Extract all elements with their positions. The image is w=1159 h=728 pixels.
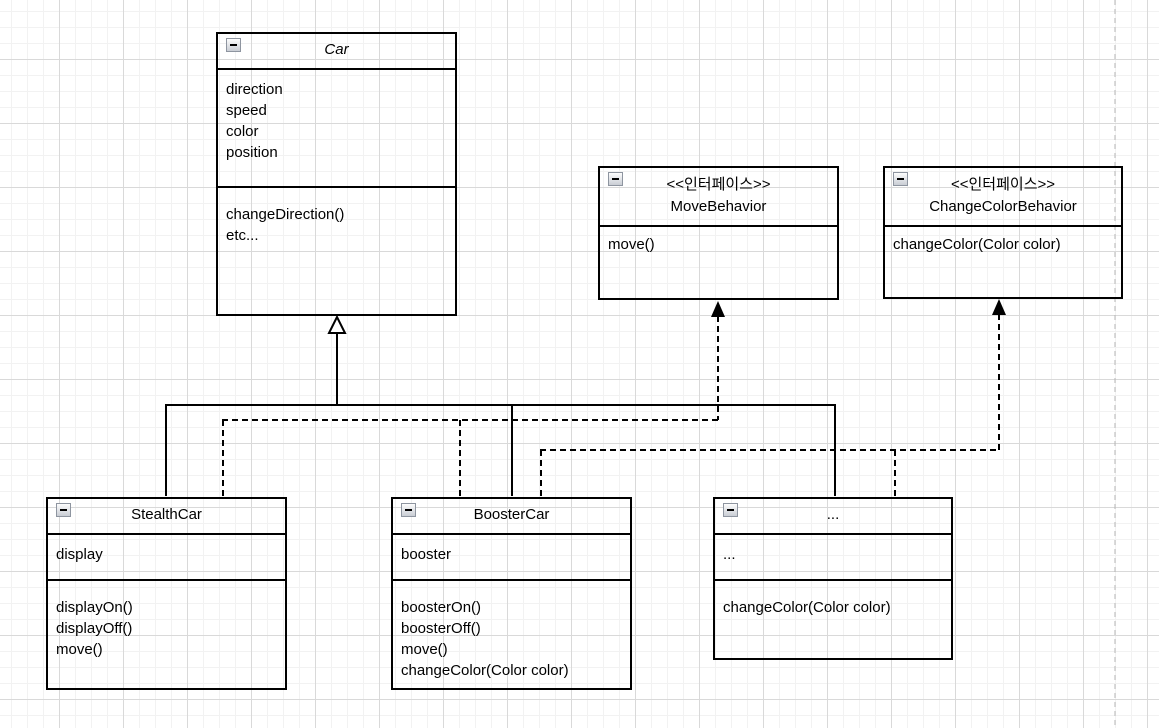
collapse-icon[interactable]	[56, 503, 71, 517]
method[interactable]: changeColor(Color color)	[893, 236, 1061, 253]
method[interactable]: move()	[401, 641, 448, 658]
methods-section[interactable]: boosterOn() boosterOff() move() changeCo…	[393, 579, 630, 688]
collapse-icon[interactable]	[723, 503, 738, 517]
interface-title: MoveBehavior	[670, 198, 767, 215]
field[interactable]: display	[56, 546, 103, 563]
class-header-booster-car[interactable]: BoosterCar	[393, 499, 630, 533]
fields-section[interactable]: ...	[715, 533, 951, 579]
minus-glyph	[727, 509, 734, 511]
class-box-stealth-car[interactable]: StealthCar display displayOn() displayOf…	[46, 497, 287, 690]
methods-section[interactable]: changeColor(Color color)	[885, 225, 1121, 297]
field[interactable]: color	[226, 123, 259, 140]
interface-stereotype: <<인터페이스>>	[950, 176, 1056, 193]
class-box-etc[interactable]: ... ... changeColor(Color color)	[713, 497, 953, 660]
method[interactable]: displayOn()	[56, 599, 133, 616]
interface-box-change-color-behavior[interactable]: <<인터페이스>> ChangeColorBehavior changeColo…	[883, 166, 1123, 299]
fields-section[interactable]: booster	[393, 533, 630, 579]
interface-box-move-behavior[interactable]: <<인터페이스>> MoveBehavior move()	[598, 166, 839, 300]
interface-header-change-color-behavior[interactable]: <<인터페이스>> ChangeColorBehavior	[885, 168, 1121, 225]
method[interactable]: changeColor(Color color)	[401, 662, 569, 679]
collapse-icon[interactable]	[401, 503, 416, 517]
minus-glyph	[405, 509, 412, 511]
method[interactable]: move()	[608, 236, 655, 253]
class-box-car[interactable]: Car direction speed color position chang…	[216, 32, 457, 316]
minus-glyph	[897, 178, 904, 180]
field[interactable]: booster	[401, 546, 452, 563]
field[interactable]: ...	[723, 546, 736, 563]
class-header-stealth-car[interactable]: StealthCar	[48, 499, 285, 533]
color-arrowhead	[992, 299, 1006, 315]
collapse-icon[interactable]	[893, 172, 908, 186]
method[interactable]: etc...	[226, 227, 259, 244]
class-title: StealthCar	[131, 506, 202, 523]
class-header-car[interactable]: Car	[218, 34, 455, 68]
class-title: BoosterCar	[473, 506, 550, 523]
fields-section[interactable]: direction speed color position	[218, 68, 455, 186]
methods-section[interactable]: changeColor(Color color)	[715, 579, 951, 658]
minus-glyph	[60, 509, 67, 511]
field[interactable]: direction	[226, 81, 283, 98]
class-title: Car	[324, 41, 349, 58]
interface-stereotype: <<인터페이스>>	[666, 176, 771, 193]
move-realization-connector[interactable]	[222, 316, 719, 496]
class-box-booster-car[interactable]: BoosterCar booster boosterOn() boosterOf…	[391, 497, 632, 690]
field[interactable]: speed	[226, 102, 267, 119]
move-arrowhead	[711, 301, 725, 317]
interface-header-move-behavior[interactable]: <<인터페이스>> MoveBehavior	[600, 168, 837, 225]
methods-section[interactable]: move()	[600, 225, 837, 298]
minus-glyph	[612, 178, 619, 180]
interface-title: ChangeColorBehavior	[929, 198, 1077, 215]
collapse-icon[interactable]	[608, 172, 623, 186]
fields-section[interactable]: display	[48, 533, 285, 579]
collapse-icon[interactable]	[226, 38, 241, 52]
method[interactable]: changeColor(Color color)	[723, 599, 891, 616]
methods-section[interactable]: changeDirection() etc...	[218, 186, 455, 314]
field[interactable]: position	[226, 144, 278, 161]
method[interactable]: move()	[56, 641, 103, 658]
method[interactable]: boosterOn()	[401, 599, 482, 616]
minus-glyph	[230, 44, 237, 46]
methods-section[interactable]: displayOn() displayOff() move()	[48, 579, 285, 688]
method[interactable]: displayOff()	[56, 620, 133, 637]
method[interactable]: boosterOff()	[401, 620, 481, 637]
class-title: ...	[826, 506, 840, 523]
class-header-etc[interactable]: ...	[715, 499, 951, 533]
hollow-triangle-arrowhead	[327, 314, 347, 334]
generalization-connector[interactable]	[165, 314, 836, 496]
method[interactable]: changeDirection()	[226, 206, 345, 223]
color-realization-connector[interactable]	[540, 314, 1000, 496]
